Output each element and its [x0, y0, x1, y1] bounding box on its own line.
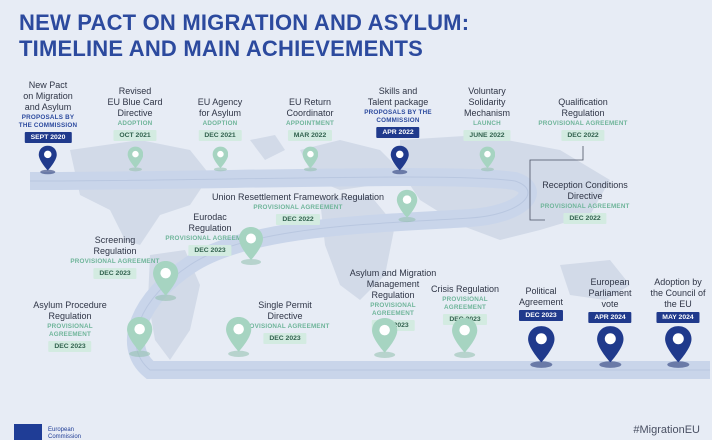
milestone-status: PROVISIONAL AGREEMENT [370, 302, 416, 317]
milestone-status: PROVISIONAL AGREEMENT [538, 120, 628, 127]
milestone-date-badge: MAR 2022 [287, 130, 333, 141]
location-pin-icon [153, 261, 179, 302]
milestone-status: PROPOSALS BY THE COMMISSION [364, 109, 432, 124]
milestone-name: Revised EU Blue Card Directive [107, 86, 163, 118]
milestone-date-badge: OCT 2021 [113, 130, 157, 141]
milestone-status: PROVISIONAL AGREEMENT [165, 235, 255, 242]
milestone-date-badge: DEC 2023 [188, 245, 232, 256]
location-pin-icon [596, 325, 624, 368]
location-pin-icon [479, 146, 495, 172]
location-pin-icon [212, 146, 228, 172]
milestone-date-badge: DEC 2022 [563, 213, 607, 224]
milestone-name: Qualification Regulation [558, 97, 608, 118]
milestone-status: ADOPTION [117, 120, 153, 127]
eu-flag-icon [14, 424, 42, 440]
milestone-status: PROVISIONAL AGREEMENT [70, 258, 160, 265]
milestone-date-badge: APR 2024 [588, 312, 632, 323]
milestone-status: PROVISIONAL AGREEMENT [47, 323, 93, 338]
milestone-name: Union Resettlement Framework Regulation [211, 192, 385, 202]
milestone-name: Voluntary Solidarity Mechanism [463, 86, 511, 118]
milestone-name: Political Agreement [518, 286, 564, 307]
milestone-name: Crisis Regulation [430, 284, 500, 294]
milestone-name: EU Return Coordinator [286, 97, 334, 118]
milestone-name: Screening Regulation [93, 235, 137, 256]
milestone-name: Asylum Procedure Regulation [33, 300, 107, 321]
location-pin-icon [239, 227, 263, 265]
milestone-status: LAUNCH [473, 120, 501, 127]
milestone-date-badge: JUNE 2022 [463, 130, 511, 141]
milestone-name: European Parliament vote [588, 277, 632, 309]
hashtag: #MigrationEU [633, 424, 700, 436]
connector-lines [529, 146, 584, 221]
milestone-status: PROVISIONAL AGREEMENT [540, 203, 630, 210]
milestone-date-badge: SEPT 2020 [24, 132, 72, 143]
milestone-status: PROVISIONAL AGREEMENT [442, 296, 488, 311]
european-commission-logo: European Commission [14, 420, 114, 440]
milestone-status: APPOINTMENT [285, 120, 335, 127]
location-pin-icon [452, 318, 478, 359]
location-pin-icon [372, 318, 398, 359]
milestone-date-badge: DEC 2022 [561, 130, 605, 141]
page-title-line-1: NEW PACT ON MIGRATION AND ASYLUM: [19, 10, 470, 35]
milestone-name: Adoption by the Council of the EU [650, 277, 706, 309]
location-pin-icon [39, 145, 57, 174]
logo-text: European Commission [48, 427, 82, 440]
location-pin-icon [664, 325, 692, 368]
location-pin-icon [396, 189, 418, 223]
milestone-date-badge: DEC 2023 [48, 341, 92, 352]
location-pin-icon [391, 145, 409, 174]
location-pin-icon [226, 317, 252, 358]
milestone-name: Reception Conditions Directive [542, 180, 628, 201]
page-title-line-2: TIMELINE AND MAIN ACHIEVEMENTS [19, 36, 424, 61]
milestone-status: PROPOSALS BY THE COMMISSION [18, 114, 78, 129]
location-pin-icon [127, 146, 143, 172]
milestone-name: Eurodac Regulation [188, 212, 232, 233]
milestone-name: Single Permit Directive [258, 300, 312, 321]
location-pin-icon [302, 146, 318, 172]
location-pin-icon [527, 325, 555, 368]
milestone-date-badge: DEC 2023 [263, 333, 307, 344]
milestone-name: Asylum and Migration Management Regulati… [349, 268, 437, 300]
milestone-label-council: Adoption by the Council of the EU MAY 202… [650, 277, 706, 323]
milestone-date-badge: APR 2022 [376, 127, 420, 138]
milestone-name: New Pact on Migration and Asylum [23, 80, 73, 112]
milestone-name: Skills and Talent package [367, 86, 429, 107]
milestone-date-badge: MAY 2024 [656, 312, 700, 323]
milestone-date-badge: DEC 2023 [93, 268, 137, 279]
milestone-status: PROVISIONAL AGREEMENT [240, 323, 330, 330]
milestone-date-badge: DEC 2021 [198, 130, 242, 141]
location-pin-icon [127, 317, 153, 358]
milestone-status: ADOPTION [202, 120, 238, 127]
milestone-status: PROVISIONAL AGREEMENT [253, 204, 343, 211]
milestone-name: EU Agency for Asylum [197, 97, 243, 118]
milestone-date-badge: DEC 2022 [276, 214, 320, 225]
milestone-date-badge: DEC 2023 [519, 310, 563, 321]
